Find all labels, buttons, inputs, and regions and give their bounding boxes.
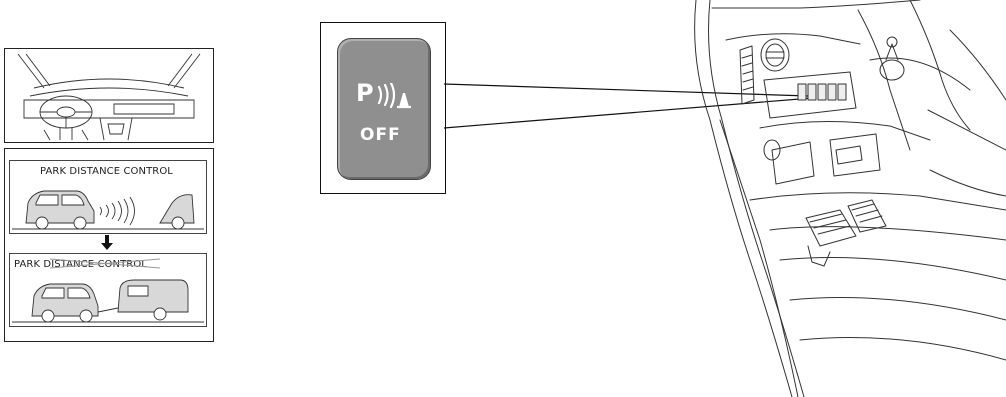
parking-sensor-icon [377,83,411,109]
pdc-inactive-box: PARK DISTANCE CONTROL [9,253,207,327]
car-towing-trailer [12,279,204,323]
car-with-sensor-waves [12,190,204,230]
pdc-strike-lines [49,258,161,269]
dashboard-illustration [694,0,1006,397]
dashboard-thumbnail [4,48,214,143]
pdc-label-bottom: PARK DISTANCE CONTROL [14,259,147,270]
switch-off-label: OFF [360,125,401,145]
pdc-thumbnail: PARK DISTANCE CONTROL [4,148,214,342]
switch-callout-box: P OFF [320,22,446,194]
index-panel: PARK DISTANCE CONTROL [0,0,220,397]
down-arrow-icon [101,235,113,250]
switch-symbol: P [356,79,374,107]
pdc-off-switch[interactable]: P OFF [337,38,431,180]
pdc-label-top: PARK DISTANCE CONTROL [40,166,173,177]
pdc-active-box: PARK DISTANCE CONTROL [9,160,207,234]
